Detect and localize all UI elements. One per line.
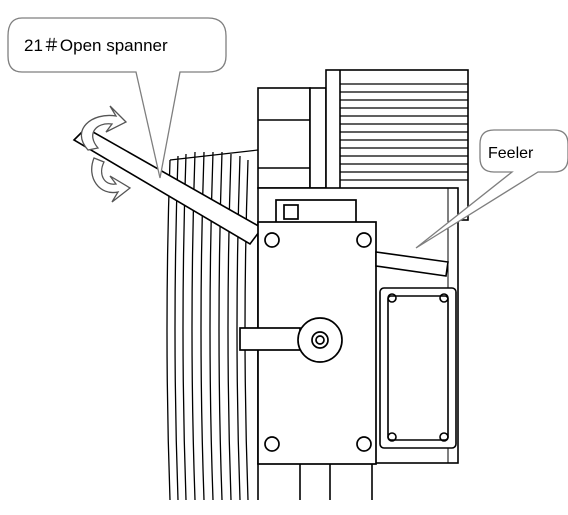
release-lever	[239, 317, 343, 363]
terminal-box	[379, 287, 457, 449]
cooling-fins	[340, 83, 468, 181]
rotation-arrow-icon	[80, 105, 132, 203]
feeler-callout: Feeler	[415, 129, 568, 249]
feeler-gauge	[375, 251, 449, 277]
spanner-callout: 21＃Open spanner	[7, 17, 227, 179]
traction-sheave	[166, 149, 259, 501]
spanner-callout-label: 21＃Open spanner	[24, 36, 168, 55]
feeler-callout-label: Feeler	[488, 145, 534, 162]
